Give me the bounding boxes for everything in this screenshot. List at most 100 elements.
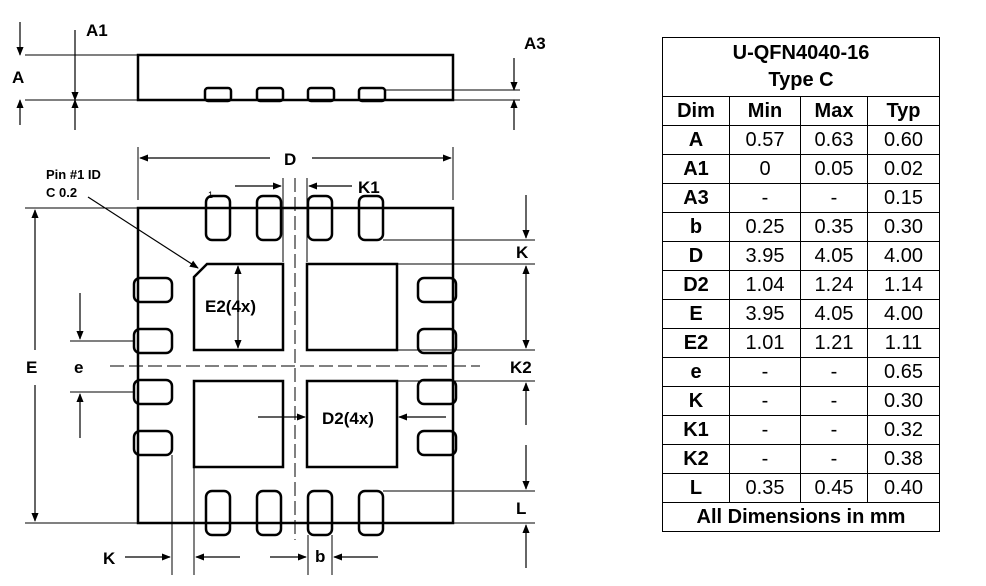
cell-typ: 0.40 [867, 473, 940, 503]
table-row: K--0.30 [662, 386, 940, 416]
bottom-view [25, 147, 535, 575]
cell-typ: 0.15 [867, 183, 940, 213]
dim-label-a3: A3 [524, 34, 546, 53]
cell-dim: A [662, 125, 730, 155]
pad-left [132, 429, 174, 457]
pad-left [132, 276, 174, 304]
cell-max: - [800, 386, 868, 416]
dim-label-a1: A1 [86, 21, 108, 40]
table-row: A3--0.15 [662, 183, 940, 213]
cell-max: 0.63 [800, 125, 868, 155]
cell-min: - [729, 386, 801, 416]
cell-dim: b [662, 212, 730, 242]
side-view-lead [306, 86, 336, 103]
cell-typ: 0.38 [867, 444, 940, 474]
table-title-type: Type C [768, 69, 834, 91]
side-view [16, 22, 520, 130]
pad-right [416, 429, 458, 457]
cell-max: 1.21 [800, 328, 868, 358]
cell-max: - [800, 444, 868, 474]
pad-bottom [306, 489, 334, 537]
cell-max: 0.35 [800, 212, 868, 242]
cell-typ: 0.30 [867, 386, 940, 416]
cell-min: 0.57 [729, 125, 801, 155]
dim-label-k2: K2 [510, 358, 532, 377]
cell-min: 0.35 [729, 473, 801, 503]
dim-label-k1: K1 [358, 178, 380, 197]
dim-label-e-body: E [26, 358, 37, 377]
side-view-body [136, 53, 455, 102]
pad-bottom [204, 489, 232, 537]
table-row: K1--0.32 [662, 415, 940, 445]
pin-one-marker: 1 [208, 190, 213, 200]
cell-max: 4.05 [800, 299, 868, 329]
exposed-pad [192, 379, 285, 469]
cell-min: 3.95 [729, 241, 801, 271]
table-row: e--0.65 [662, 357, 940, 387]
cell-max: 4.05 [800, 241, 868, 271]
pad-left [132, 378, 174, 406]
cell-max: - [800, 357, 868, 387]
cell-dim: A3 [662, 183, 730, 213]
cell-dim: D [662, 241, 730, 271]
exposed-pad-pin1 [192, 262, 285, 352]
col-header-dim: Dim [662, 96, 730, 126]
dim-label-k-bottom: K [103, 549, 116, 568]
table-row: K2--0.38 [662, 444, 940, 474]
cell-typ: 1.11 [867, 328, 940, 358]
pad-bottom [357, 489, 385, 537]
pad-right [416, 276, 458, 304]
exposed-pad [305, 262, 399, 352]
cell-min: 0.25 [729, 212, 801, 242]
pad-top [357, 194, 385, 242]
cell-dim: e [662, 357, 730, 387]
dim-label-d2: D2(4x) [322, 409, 374, 428]
cell-max: - [800, 183, 868, 213]
cell-typ: 4.00 [867, 241, 940, 271]
dim-label-a: A [12, 68, 24, 87]
cell-typ: 1.14 [867, 270, 940, 300]
cell-min: - [729, 415, 801, 445]
dim-label-k: K [516, 243, 529, 262]
cell-dim: A1 [662, 154, 730, 184]
cell-typ: 0.02 [867, 154, 940, 184]
cell-typ: 0.65 [867, 357, 940, 387]
cell-max: 1.24 [800, 270, 868, 300]
cell-min: 3.95 [729, 299, 801, 329]
cell-dim: K2 [662, 444, 730, 474]
table-header-row: Dim Min Max Typ [662, 96, 940, 126]
pad-top [255, 194, 283, 242]
pad-right [416, 378, 458, 406]
pad-right [416, 327, 458, 355]
cell-max: 0.45 [800, 473, 868, 503]
cell-max: - [800, 415, 868, 445]
exposed-pad [305, 379, 399, 469]
cell-typ: 0.60 [867, 125, 940, 155]
col-header-max: Max [800, 96, 868, 126]
dim-label-e2: E2(4x) [205, 297, 256, 316]
cell-min: 1.04 [729, 270, 801, 300]
dim-label-e-pitch: e [74, 358, 83, 377]
dim-label-d: D [284, 150, 296, 169]
cell-min: - [729, 357, 801, 387]
cell-dim: E [662, 299, 730, 329]
cell-dim: E2 [662, 328, 730, 358]
pad-left [132, 327, 174, 355]
pad-top [306, 194, 334, 242]
dim-label-b: b [315, 547, 325, 566]
side-view-lead [255, 86, 285, 103]
cell-min: - [729, 444, 801, 474]
col-header-min: Min [729, 96, 801, 126]
dim-label-l: L [516, 499, 526, 518]
pin1-id-label: Pin #1 ID [46, 167, 101, 182]
side-view-lead [203, 86, 233, 103]
cell-dim: D2 [662, 270, 730, 300]
